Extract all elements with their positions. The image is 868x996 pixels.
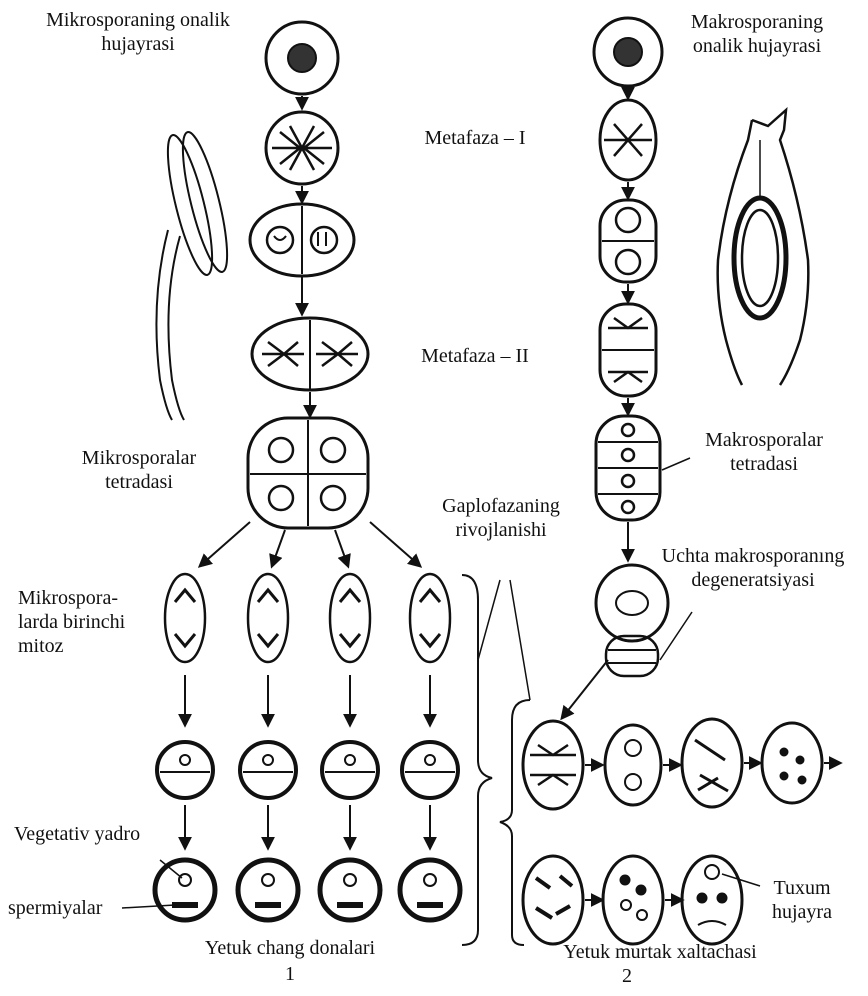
vegetative-nucleus-label: Vegetativ yadro [14,822,184,846]
egg-cell-label: Tuxum hujayra [752,876,852,924]
mature-pollen-row [155,860,460,920]
micro-metaphase-2-dyad [252,318,368,390]
first-mitosis-label: Mikrospora- larda birinchi mitoz [18,586,168,658]
pollen-tube-drawing [156,129,236,420]
micro-mother-cell [266,22,338,94]
embryo-sac-row-2 [523,856,742,944]
figure-1-number: 1 [275,962,305,986]
embryo-sac-bracket [500,700,530,945]
micro-mother-cell-label: Mikrosporaning onalik hujayrasi [28,8,248,56]
embryo-sac-row-1 [523,719,840,809]
figure-2-number: 2 [612,964,642,988]
micro-dyad [250,204,354,276]
macro-dyad [600,200,656,282]
haplophase-bracket [462,575,492,945]
macro-tetrad-label: Makrosporalar tetradasi [684,428,844,476]
macro-mother-cell-label: Makrosporaning onalik hujayrasi [672,10,842,58]
haplophase-pointers [478,580,530,700]
pollen-to-mature-arrows [185,805,430,848]
micro-tetrad-label: Mikrosporalar tetradasi [54,446,224,494]
metaphase-1-label: Metafaza – I [400,126,550,150]
macro-metaphase-2-dyad [600,304,656,396]
micro-metaphase-1-cell [266,112,338,184]
microspore-first-mitosis-row [165,574,450,662]
sperms-pointer [122,905,175,908]
sperms-label: spermiyalar [8,896,128,920]
macro-metaphase-1-cell [600,100,656,180]
young-pollen-row [157,742,458,798]
micro-tetrad [248,418,368,528]
mitosis-to-pollen-arrows [185,675,430,725]
pollen-caption: Yetuk chang donalari [170,936,410,960]
ovule-drawing [718,110,809,385]
metaphase-2-label: Metafaza – II [400,344,550,368]
macro-tetrad [596,416,660,520]
haplophase-label: Gaplofazaning rivojlanishi [416,494,586,542]
degeneration-label: Uchta makrosporanıng degeneratsiyasi [646,544,860,592]
macro-mother-cell [594,18,662,86]
embryo-sac-caption: Yetuk murtak xaltachasi [520,940,800,964]
